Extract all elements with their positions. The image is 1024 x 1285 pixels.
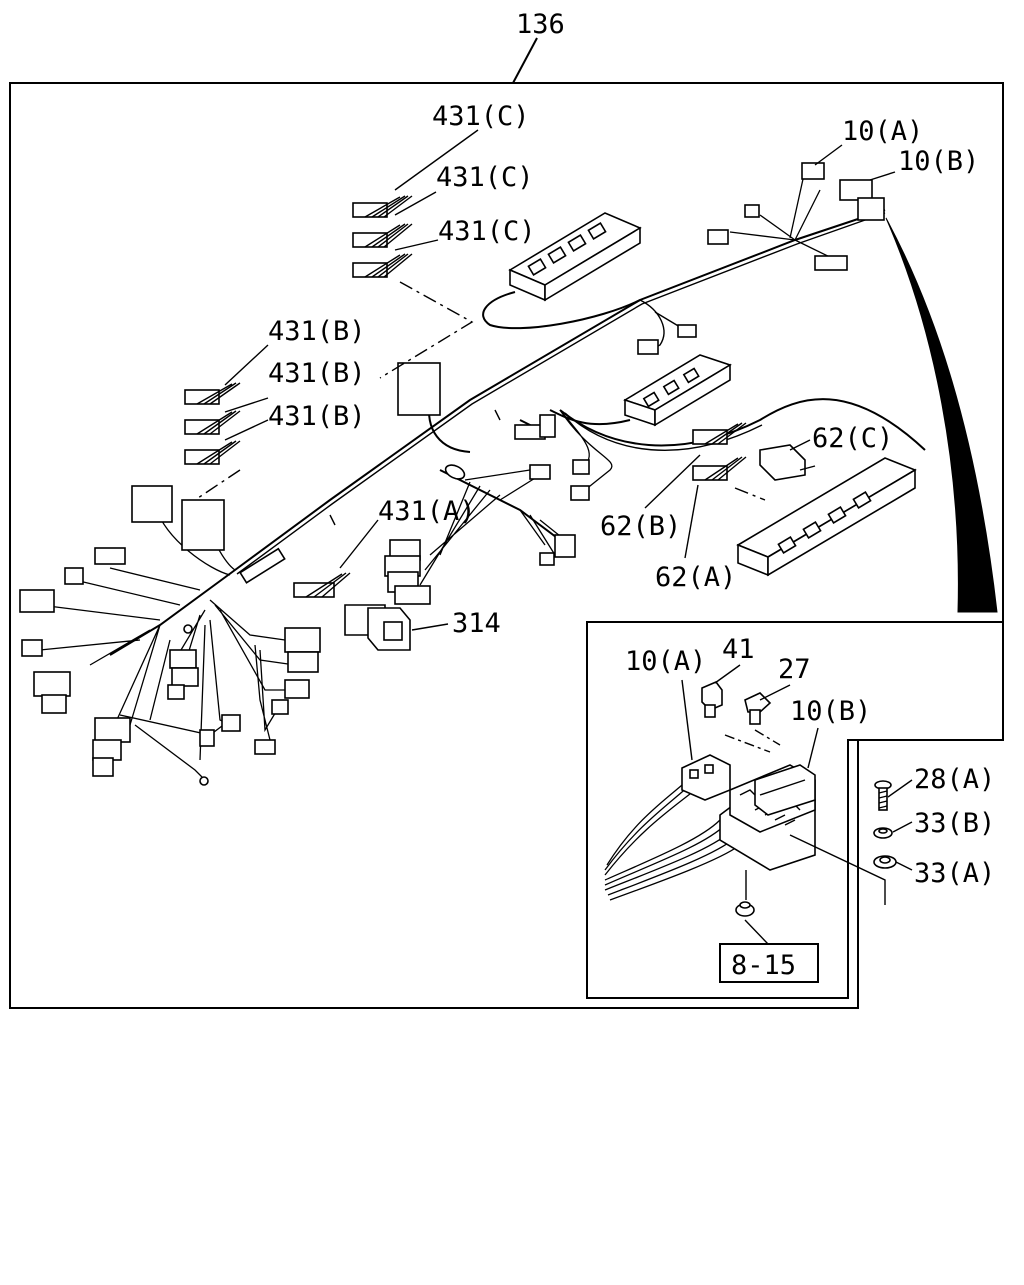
leader-136 [512,37,538,84]
connector-431b-group [184,382,241,465]
label-431a: 431(A) [378,496,476,527]
main-harness-trunk [39,169,926,781]
label-314: 314 [452,608,501,639]
label-41: 41 [722,634,755,665]
switch-panel-lower [736,457,917,577]
label-10b-top: 10(B) [898,146,979,177]
connector-431c-group [352,195,413,278]
switch-panel-mid [623,354,732,427]
ref-box-8-15 [719,943,819,983]
routing-arrow [885,217,998,613]
leader-lines [224,129,896,631]
label-431b-1: 431(B) [268,316,366,347]
label-8-15: 8-15 [731,950,796,981]
label-136: 136 [516,9,565,40]
connector-431a-part [293,572,351,598]
fasteners [873,779,913,871]
label-62b: 62(B) [600,511,681,542]
label-62c: 62(C) [812,423,893,454]
label-10b-detail: 10(B) [790,696,871,727]
label-33b: 33(B) [914,808,995,839]
label-431c-3: 431(C) [438,216,536,247]
label-62a: 62(A) [655,562,736,593]
fuse-block-detail [604,664,886,945]
label-28a: 28(A) [914,764,995,795]
detail-frame [586,621,1004,999]
label-431c-1: 431(C) [432,101,530,132]
label-431b-3: 431(B) [268,401,366,432]
harness-connectors [19,162,885,786]
label-33a: 33(A) [914,858,995,889]
label-431c-2: 431(C) [436,162,534,193]
switch-panel-top [508,212,642,302]
label-10a-top: 10(A) [842,116,923,147]
label-10a-detail: 10(A) [625,646,706,677]
label-431b-2: 431(B) [268,358,366,389]
label-27: 27 [778,654,811,685]
guide-lines [194,281,766,501]
callout-labels: 431(C) 431(C) 431(C) 431(B) 431(B) 431(B… [268,101,995,981]
connector-62-parts [692,422,816,481]
